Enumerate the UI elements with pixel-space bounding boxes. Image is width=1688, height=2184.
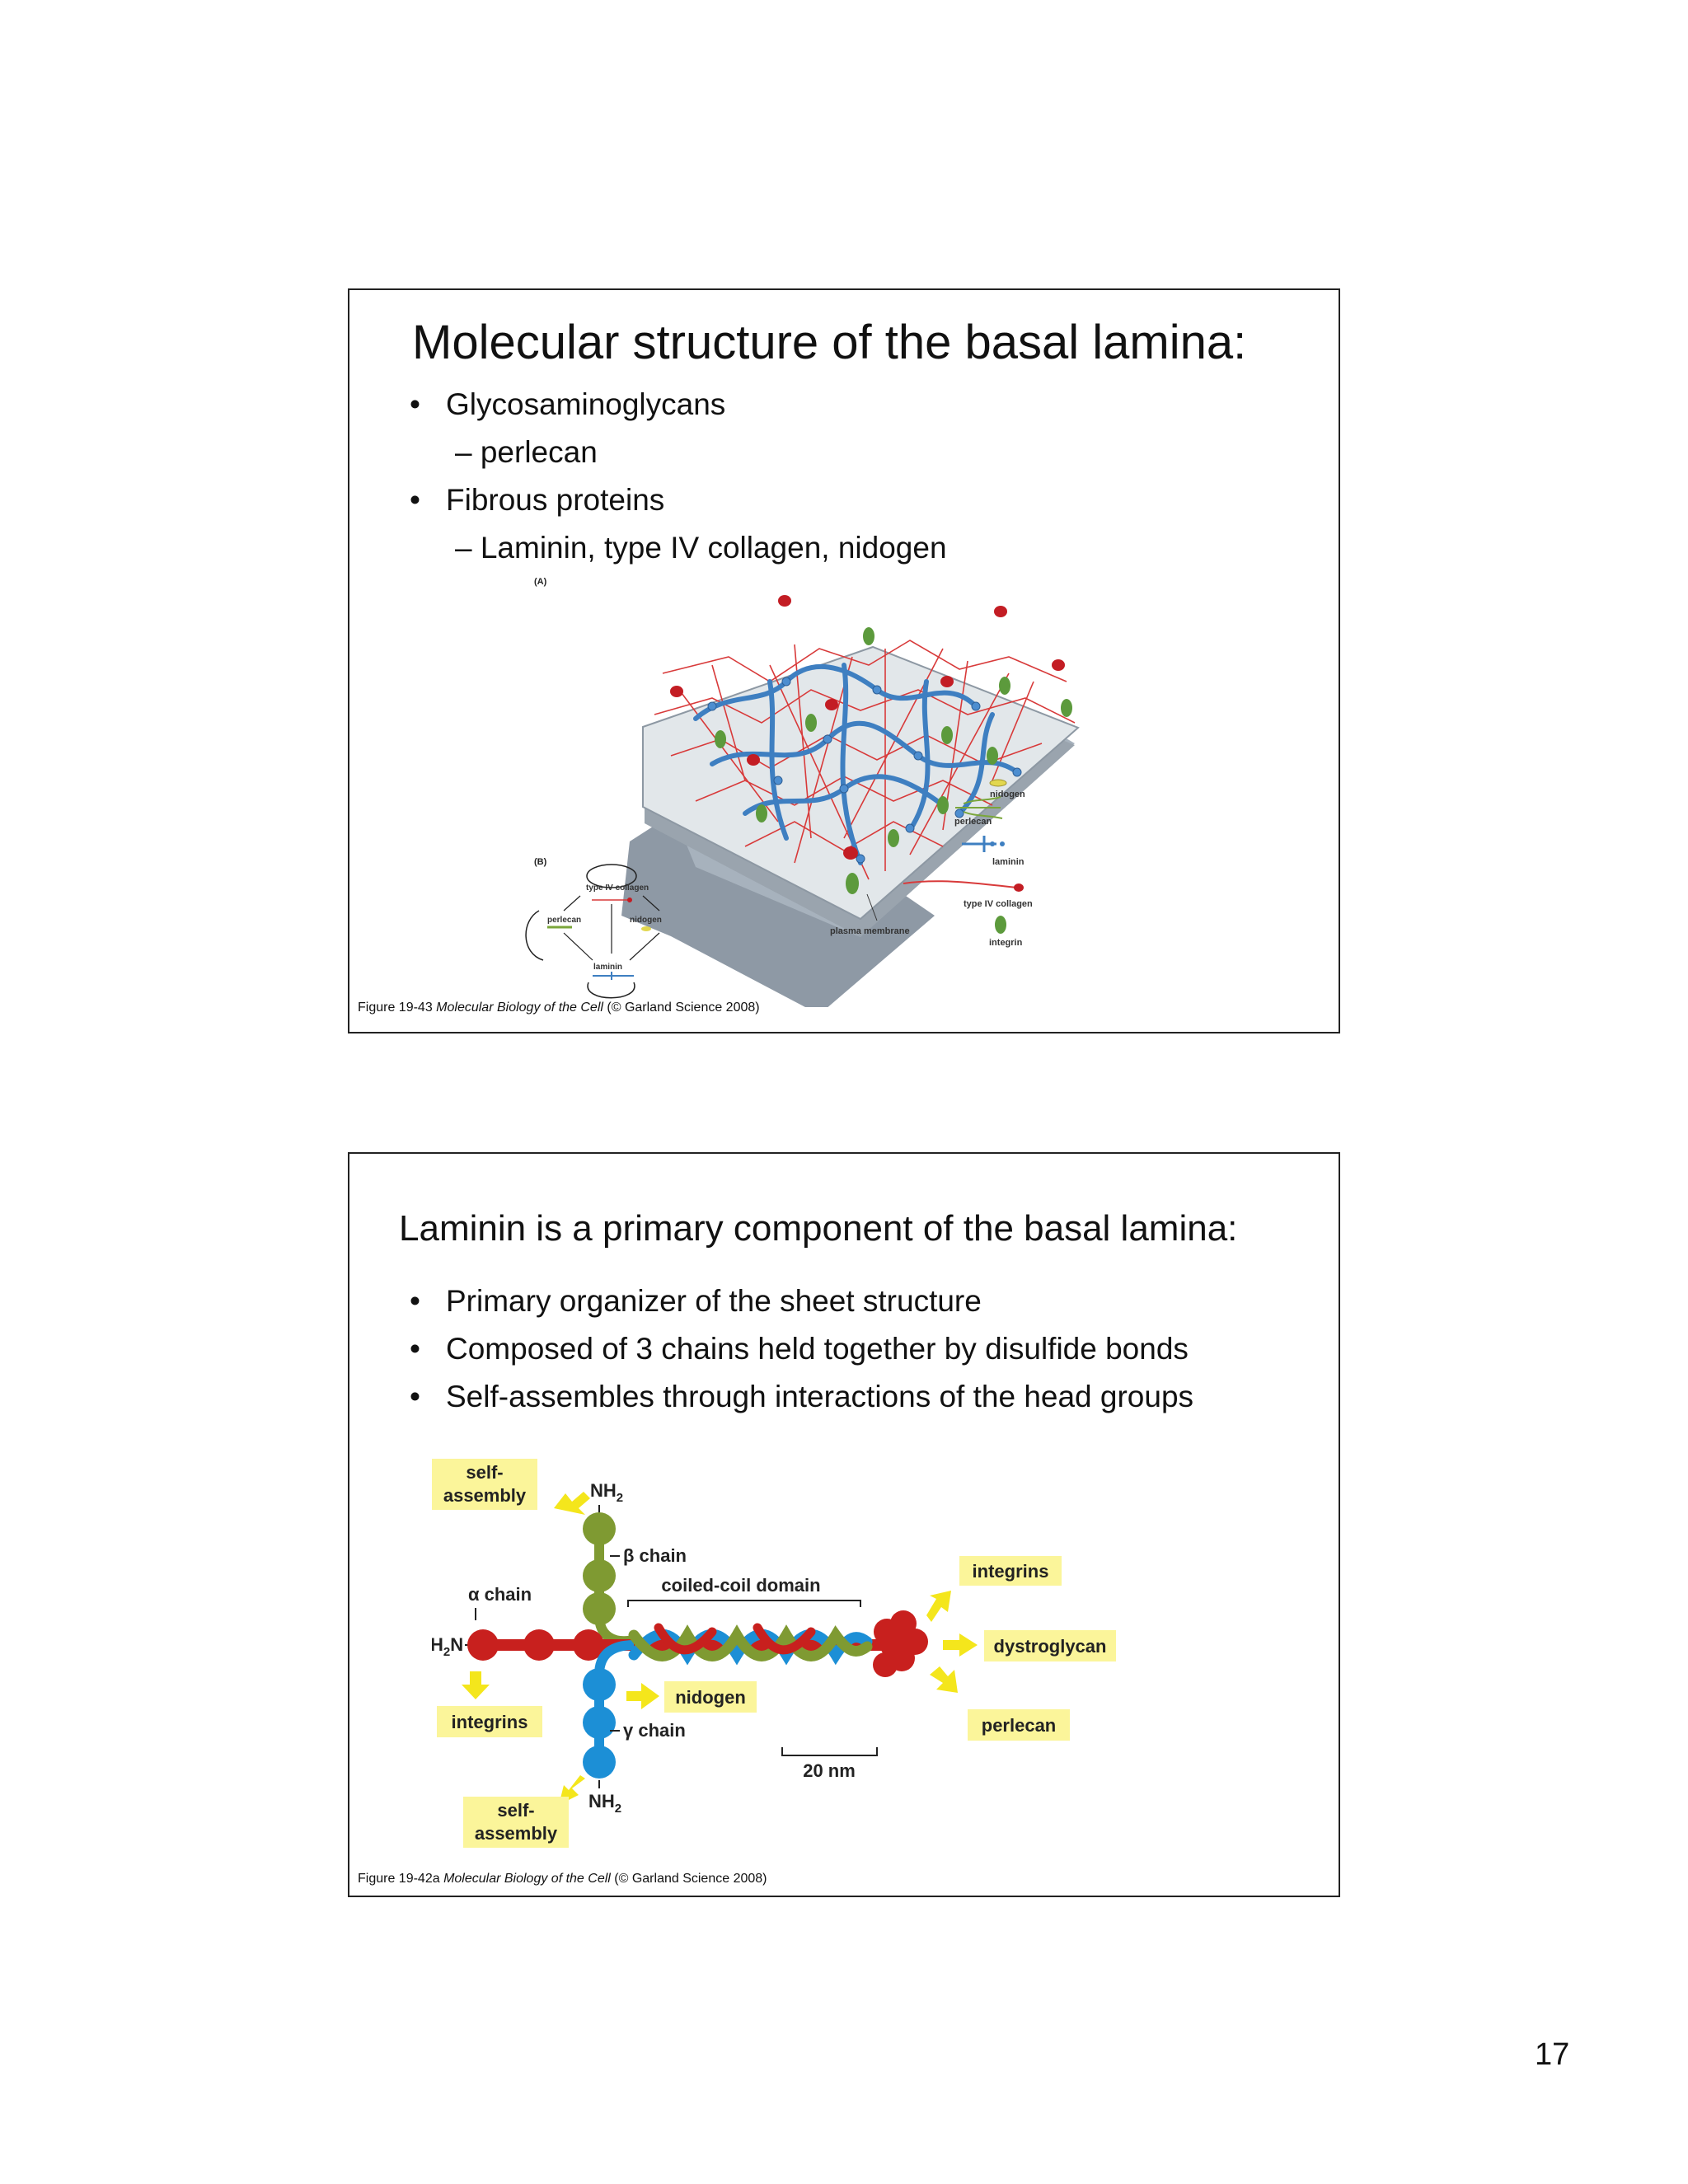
laminin-beads (707, 677, 1022, 864)
gamma-chain (583, 1640, 635, 1779)
bullet-item: • Self-assembles through interactions of… (410, 1380, 1194, 1414)
bullet-text: Primary organizer of the sheet structure (446, 1284, 982, 1318)
bullet-icon: • (410, 1284, 420, 1318)
label-box (463, 1797, 569, 1848)
arrow-icon (926, 1591, 951, 1622)
caption-prefix: Figure 19-43 (358, 1001, 437, 1015)
bullet-icon: • (410, 387, 420, 421)
nh2-top-label: NH2 (590, 1480, 623, 1505)
alpha-chain-label: α chain (468, 1584, 532, 1605)
svg-text:integrin: integrin (989, 938, 1023, 948)
beta-chain-label: β chain (623, 1545, 687, 1566)
label-box (432, 1459, 537, 1510)
svg-text:assembly: assembly (475, 1823, 558, 1844)
bullet-item: • Glycosaminoglycans (410, 387, 726, 422)
integrin-shapes (715, 627, 1072, 894)
panel-a-label: (A) (534, 577, 547, 587)
caption-suffix: (© Garland Science 2008) (603, 1001, 760, 1015)
page-number: 17 (1535, 2037, 1570, 2072)
arrow-icon (943, 1633, 978, 1657)
svg-text:perlecan: perlecan (954, 817, 992, 827)
arrow-icon (554, 1492, 590, 1515)
gamma-chain-label: γ chain (623, 1720, 686, 1741)
figure-caption: Figure 19-43 Molecular Biology of the Ce… (358, 1001, 760, 1015)
bullet-item: • Primary organizer of the sheet structu… (410, 1284, 982, 1319)
arrow-icon (626, 1683, 659, 1709)
membrane-label: plasma membrane (830, 926, 910, 936)
integrins-left-label: integrins (452, 1712, 528, 1732)
caption-prefix: Figure 19-42a (358, 1872, 444, 1886)
bullet-text: Self-assembles through interactions of t… (446, 1380, 1194, 1413)
svg-text:type IV collagen: type IV collagen (586, 883, 649, 893)
label-box (984, 1630, 1116, 1661)
basal-lamina-figure: (A) (525, 577, 1080, 1007)
integrins-right-label: integrins (973, 1561, 1049, 1582)
svg-text:assembly: assembly (443, 1485, 527, 1506)
coiled-coil-domain (628, 1623, 873, 1666)
svg-text:laminin: laminin (992, 857, 1025, 867)
scale-bar (781, 1747, 878, 1756)
dystroglycan-label: dystroglycan (994, 1636, 1107, 1657)
bullet-icon: • (410, 1332, 420, 1366)
slide-title: Laminin is a primary component of the ba… (399, 1208, 1238, 1249)
svg-text:nidogen: nidogen (630, 916, 662, 925)
label-box (664, 1681, 757, 1713)
scale-label: 20 nm (803, 1760, 856, 1781)
bullet-item: • Fibrous proteins (410, 483, 665, 518)
arrow-icon (462, 1671, 490, 1699)
bullet-text: Composed of 3 chains held together by di… (446, 1332, 1189, 1366)
label-box (959, 1556, 1062, 1586)
bullet-text: Fibrous proteins (446, 483, 665, 517)
dash-icon: – (455, 435, 481, 469)
caption-book-title: Molecular Biology of the Cell (436, 1001, 603, 1015)
sub-bullet-item: – perlecan (455, 435, 598, 470)
bullet-icon: • (410, 483, 420, 517)
nidogen-label: nidogen (675, 1687, 746, 1708)
svg-text:self-: self- (466, 1462, 503, 1483)
h2n-label: H2N (432, 1634, 463, 1659)
bullet-icon: • (410, 1380, 420, 1413)
slide-basal-lamina-structure: Molecular structure of the basal lamina:… (348, 288, 1340, 1033)
caption-book-title: Molecular Biology of the Cell (443, 1872, 611, 1886)
dash-icon: – (455, 531, 481, 565)
beta-chain (583, 1512, 635, 1647)
label-box (437, 1706, 542, 1737)
bullet-text: perlecan (480, 435, 598, 469)
slide-laminin: Laminin is a primary component of the ba… (348, 1152, 1340, 1897)
figure-caption: Figure 19-42a Molecular Biology of the C… (358, 1872, 767, 1886)
svg-text:type IV collagen: type IV collagen (964, 899, 1033, 909)
perlecan-label: perlecan (982, 1715, 1057, 1736)
coiled-coil-label: coiled-coil domain (661, 1575, 820, 1596)
panel-b-diagram: (B) type IV collagen perlecan nidogen la… (525, 857, 662, 999)
label-box (968, 1709, 1070, 1741)
panel-b-label: (B) (534, 857, 547, 867)
alpha-chain-head (873, 1610, 928, 1677)
svg-text:self-: self- (497, 1800, 534, 1821)
nh2-bottom-label: NH2 (588, 1791, 621, 1816)
bullet-item: • Composed of 3 chains held together by … (410, 1332, 1189, 1366)
sub-bullet-item: – Laminin, type IV collagen, nidogen (455, 531, 947, 565)
bullet-text: Glycosaminoglycans (446, 387, 726, 421)
figure-legend: nidogen perlecan laminin type IV collage… (830, 779, 1033, 948)
collagen-heads (670, 595, 1065, 860)
svg-text:perlecan: perlecan (547, 916, 581, 925)
svg-text:laminin: laminin (593, 963, 622, 972)
arrow-icon (930, 1666, 958, 1693)
membrane-sheet (621, 645, 1080, 1007)
caption-suffix: (© Garland Science 2008) (610, 1872, 767, 1886)
bullet-text: Laminin, type IV collagen, nidogen (480, 531, 947, 565)
laminin-diagram: self- assembly NH2 β chain coiled-coil d… (432, 1459, 1116, 1848)
slide-title: Molecular structure of the basal lamina: (412, 316, 1247, 369)
